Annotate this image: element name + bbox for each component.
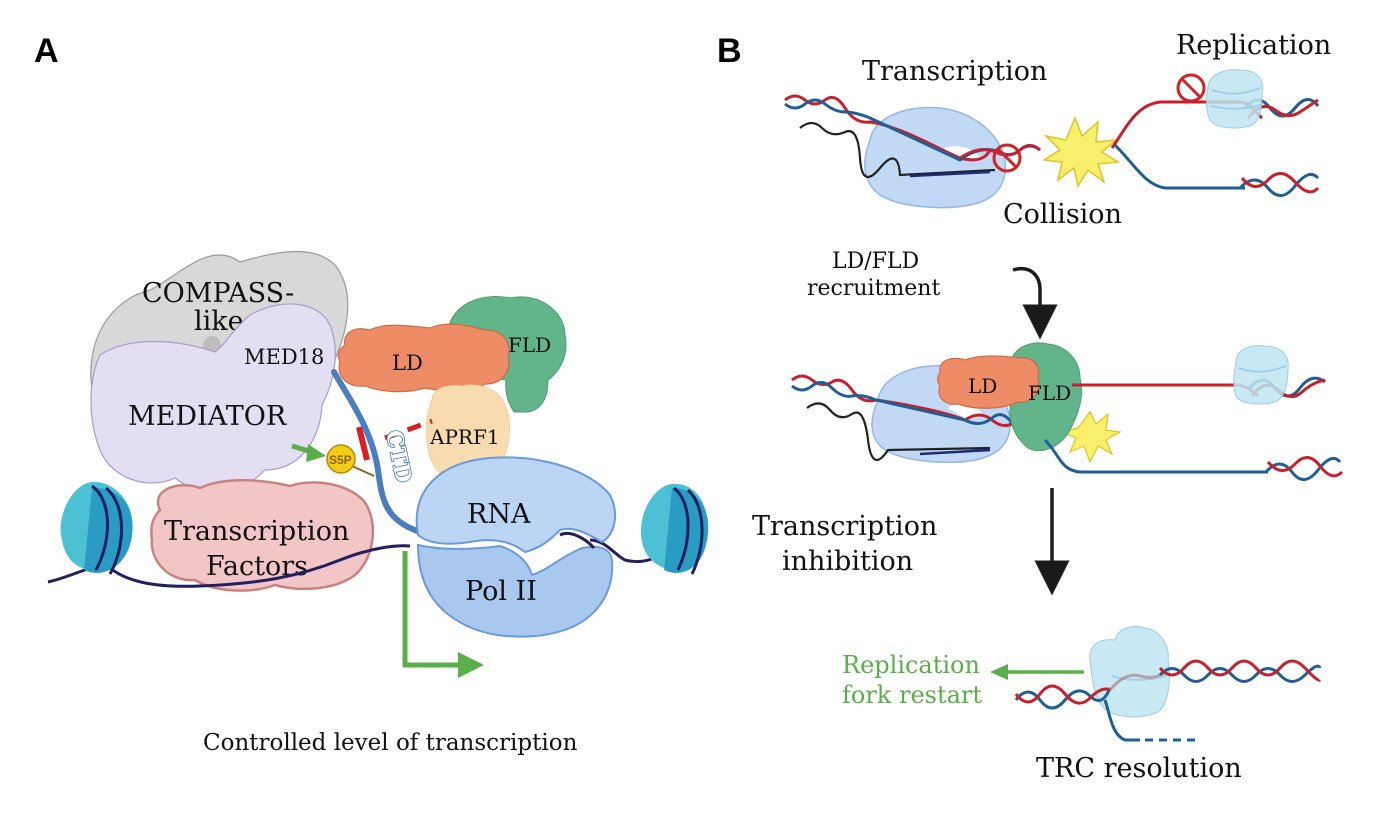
ld-label-middle: LD	[968, 374, 997, 398]
panel-b-letter: B	[717, 32, 742, 70]
replisome-middle	[1233, 345, 1289, 405]
lagging-strand	[1103, 699, 1140, 742]
replication-heading: Replication	[1176, 30, 1331, 61]
recruitment-label-line2: recruitment	[807, 276, 940, 301]
trc-resolution-label: TRC resolution	[1036, 753, 1242, 784]
pol-ii-label: Pol II	[465, 576, 537, 607]
dna-helix-bottom-left	[1014, 687, 1112, 710]
nucleosome-left	[60, 481, 133, 575]
inhibit-icon-pol2	[992, 143, 1022, 173]
fld-label-middle: FLD	[1028, 381, 1071, 405]
med18-label: MED18	[244, 345, 324, 369]
inhibition-label-line2: inhibition	[782, 546, 913, 577]
rna-pol-ii: RNA Pol II	[415, 456, 617, 638]
s5p-label: S5P	[329, 453, 352, 467]
inhibit-icon-replisome	[1176, 73, 1206, 103]
inhibition-bar	[356, 426, 370, 461]
fork-blue-middle-bottom	[1043, 438, 1268, 474]
s5p-phosphate	[326, 444, 356, 474]
replisome-bottom	[1089, 626, 1171, 718]
panel-b: B Transcription Replication Collision	[717, 30, 1344, 784]
recruitment-label-line1: LD/FLD	[832, 249, 919, 274]
fork-blue-bottom	[1113, 143, 1245, 190]
ld-label: LD	[392, 351, 423, 375]
dna-helix-bottom-right	[1238, 172, 1320, 197]
restart-label-line2: fork restart	[842, 681, 982, 709]
transcription-start-arrow	[402, 551, 462, 668]
mediator-label: MEDIATOR	[128, 401, 287, 432]
fork-red-middle	[1072, 383, 1259, 398]
nucleosome-right	[640, 483, 709, 575]
dna-helix-bottom-right-b	[1158, 664, 1322, 683]
ctd-tail	[331, 369, 423, 535]
rna-label: RNA	[467, 499, 531, 530]
transcription-factors	[150, 479, 375, 592]
panel-a: A COMPASS- like MED18 MEDIATOR FLD LD AP…	[34, 32, 709, 756]
restart-label-line1: Replication	[842, 651, 980, 679]
tf-label-line1: Transcription	[164, 516, 349, 547]
tf-label-line2: Factors	[206, 551, 308, 582]
replisome-top	[1205, 69, 1264, 129]
inhibition-label-line1: Transcription	[752, 511, 937, 542]
mediator-complex	[90, 303, 336, 493]
compass-label: COMPASS-	[142, 278, 294, 309]
collision-label: Collision	[1003, 199, 1122, 230]
panel-a-caption: Controlled level of transcription	[203, 730, 578, 756]
ctd-label: CTD	[380, 428, 416, 485]
ld-protein-middle	[937, 355, 1040, 409]
transcription-heading: Transcription	[862, 56, 1047, 87]
fld-label: FLD	[508, 333, 551, 357]
aprf1-label: APRF1	[429, 425, 500, 449]
rna-transcript-middle	[806, 402, 991, 461]
dna-red-top	[784, 94, 992, 162]
rna-transcript-top	[799, 121, 996, 178]
collision-star-icon	[1041, 115, 1121, 188]
interaction-dashed-line	[384, 418, 433, 441]
recruitment-arrow	[1012, 267, 1058, 340]
ld-protein	[337, 323, 510, 393]
panel-a-letter: A	[34, 32, 59, 70]
